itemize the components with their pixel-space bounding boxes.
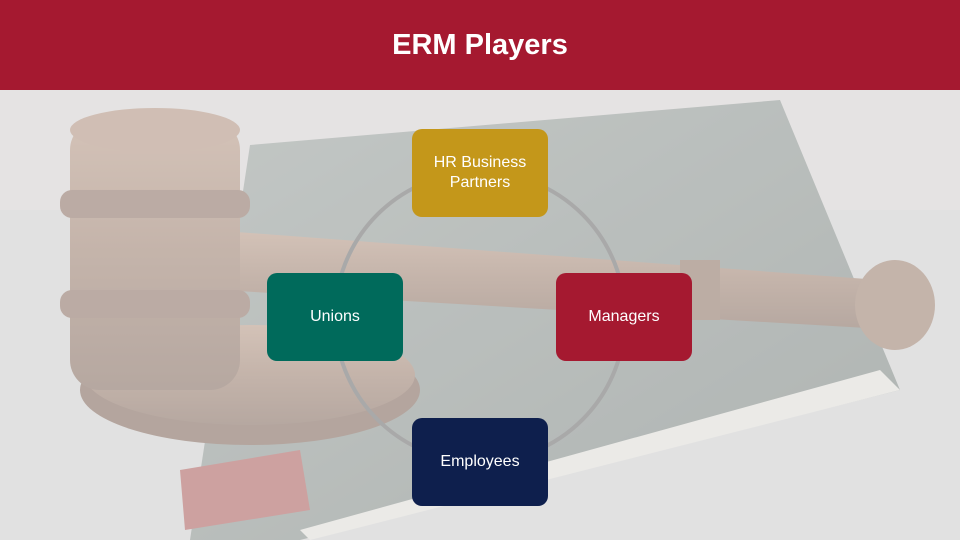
- node-unions: Unions: [267, 273, 403, 361]
- node-employees: Employees: [412, 418, 548, 506]
- node-label: HR Business Partners: [433, 154, 527, 191]
- node-label: Employees: [440, 453, 520, 470]
- slide-title: ERM Players: [392, 28, 568, 61]
- node-label: Unions: [310, 308, 360, 325]
- node-label: Managers: [588, 308, 660, 325]
- node-managers: Managers: [556, 273, 692, 361]
- title-bar: ERM Players: [0, 0, 960, 90]
- node-hr-business-partners: HR Business Partners: [412, 129, 548, 217]
